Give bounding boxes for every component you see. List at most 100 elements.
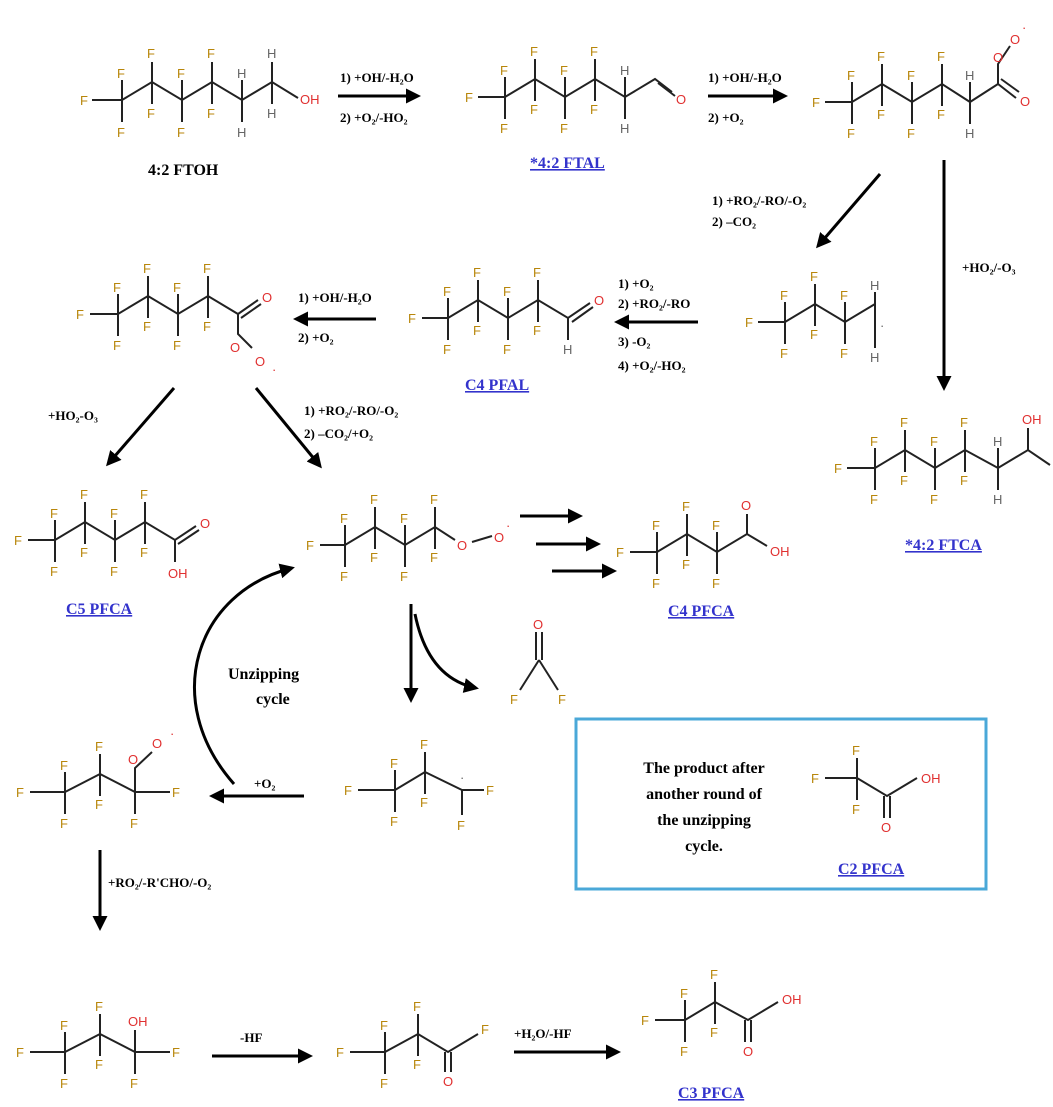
atom-f: F	[400, 569, 408, 584]
condition-r3-step2: 2) –CO₂	[712, 214, 756, 229]
atom-f: F	[840, 346, 848, 361]
atom-h: H	[870, 350, 879, 365]
atom-f: F	[530, 102, 538, 117]
radical-dot: ·	[1022, 20, 1026, 35]
atom-f: F	[203, 319, 211, 334]
atom-labels: F F F F F F F F F H H H H OH F F F F F F…	[14, 20, 1042, 1091]
molecule-c4-peroxy	[320, 507, 493, 567]
atom-f: F	[173, 338, 181, 353]
condition-r8-step1: 1) +RO₂/-RO/-O₂	[304, 403, 398, 418]
atom-f: F	[147, 106, 155, 121]
condition-hydrolysis: +H₂O/-HF	[514, 1026, 572, 1041]
atom-f: F	[780, 288, 788, 303]
atom-f: F	[473, 323, 481, 338]
atom-f: F	[140, 545, 148, 560]
molecule-structures	[28, 45, 1051, 1074]
atom-f: F	[680, 986, 688, 1001]
condition-r6-step2: 2) +O₂	[298, 330, 334, 345]
compound-link-c3-pfca[interactable]: C3 PFCA	[678, 1085, 745, 1102]
atom-oh: OH	[921, 771, 941, 786]
atom-f: F	[60, 816, 68, 831]
atom-oh: OH	[128, 1014, 148, 1029]
condition-r6-step1: 1) +OH/-H₂O	[298, 290, 372, 305]
radical-dot: ·	[170, 726, 174, 741]
atom-f: F	[408, 311, 416, 326]
atom-f: F	[60, 758, 68, 773]
compound-link-c2-pfca[interactable]: C2 PFCA	[838, 861, 905, 878]
atom-f: F	[344, 783, 352, 798]
arrow-to-c5-pfca	[106, 387, 176, 467]
atom-f: F	[710, 967, 718, 982]
atom-f: F	[95, 999, 103, 1014]
atom-f: F	[616, 545, 624, 560]
atom-f: F	[500, 63, 508, 78]
condition-r3-step1: 1) +RO₂/-RO/-O₂	[712, 193, 806, 208]
atom-h: H	[870, 278, 879, 293]
radical-dot: ·	[460, 770, 464, 785]
atom-f: F	[130, 816, 138, 831]
radical-dot: ·	[272, 362, 276, 377]
atom-f: F	[500, 121, 508, 136]
compound-link-c4-pfal[interactable]: C4 PFAL	[465, 377, 529, 394]
arrow-acylperoxy-to-alkyl	[816, 173, 882, 249]
atom-f: F	[16, 1045, 24, 1060]
compound-link-ftal[interactable]: *4:2 FTAL	[530, 155, 605, 172]
compound-link-c4-pfca[interactable]: C4 PFCA	[668, 603, 735, 620]
atom-h: H	[620, 121, 629, 136]
atom-f: F	[560, 63, 568, 78]
atom-f: F	[745, 315, 753, 330]
radical-dot: ·	[506, 518, 510, 533]
atom-f: F	[712, 576, 720, 591]
info-box-border	[574, 717, 988, 891]
atom-f: F	[847, 68, 855, 83]
atom-oh: OH	[168, 566, 188, 581]
atom-h: H	[965, 68, 974, 83]
atom-h: H	[267, 106, 276, 121]
atom-f: F	[503, 342, 511, 357]
compound-link-c5-pfca[interactable]: C5 PFCA	[66, 601, 133, 618]
atom-f: F	[682, 557, 690, 572]
atom-f: F	[95, 1057, 103, 1072]
atom-f: F	[173, 280, 181, 295]
info-box-line4: cycle.	[685, 838, 723, 855]
atom-f: F	[207, 46, 215, 61]
atom-f: F	[14, 533, 22, 548]
atom-f: F	[652, 576, 660, 591]
atom-f: F	[473, 265, 481, 280]
atom-o: O	[230, 340, 240, 355]
arrow-unzipping-cycle	[193, 563, 295, 785]
condition-r5-step4: 4) +O₂/-HO₂	[618, 358, 686, 373]
atom-h: H	[965, 126, 974, 141]
atom-f: F	[812, 95, 820, 110]
molecule-c5-acylperoxy	[90, 276, 262, 349]
atom-o: O	[743, 1044, 753, 1059]
atom-f: F	[76, 307, 84, 322]
atom-f: F	[130, 1076, 138, 1091]
condition-r1-step2: 2) +O₂/-HO₂	[340, 110, 408, 125]
atom-f: F	[420, 795, 428, 810]
molecule-c4-pfca	[630, 514, 768, 574]
atom-o: O	[255, 354, 265, 369]
atom-f: F	[533, 265, 541, 280]
atom-f: F	[80, 545, 88, 560]
atom-oh: OH	[300, 92, 320, 107]
atom-oh: OH	[1022, 412, 1042, 427]
atom-f: F	[95, 797, 103, 812]
compound-link-ftca[interactable]: *4:2 FTCA	[905, 537, 982, 554]
atom-f: F	[834, 461, 842, 476]
atom-f: F	[930, 492, 938, 507]
unzipping-cycle-label-line1: Unzipping	[228, 666, 299, 683]
molecule-c3-radical	[358, 752, 484, 815]
molecule-ftoh	[92, 62, 299, 122]
atom-h: H	[237, 66, 246, 81]
atom-f: F	[80, 487, 88, 502]
atom-f: F	[465, 90, 473, 105]
info-box-line1: The product after	[643, 760, 764, 777]
atom-o: O	[533, 617, 543, 632]
condition-r1-step1: 1) +OH/-H₂O	[340, 70, 414, 85]
atom-f: F	[930, 434, 938, 449]
atom-f: F	[712, 518, 720, 533]
condition-r8-step2: 2) –CO₂/+O₂	[304, 426, 373, 441]
atom-f: F	[413, 1057, 421, 1072]
